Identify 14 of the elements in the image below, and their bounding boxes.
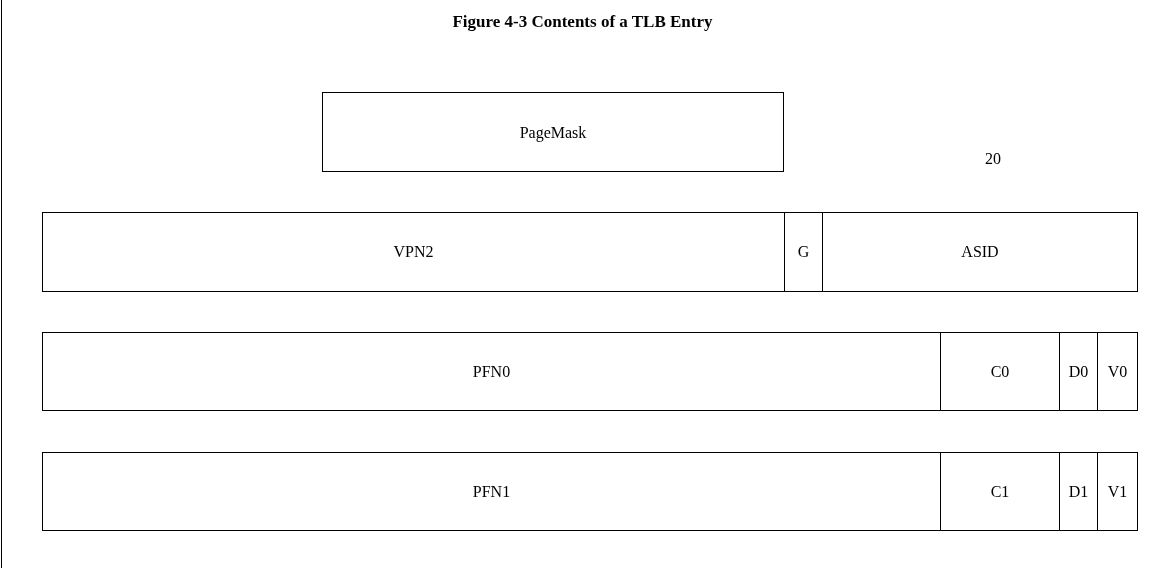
register-field: VPN2 [42, 212, 785, 292]
register-field: G [784, 212, 823, 292]
register-field: C1 [940, 452, 1060, 531]
figure-title: Figure 4-3 Contents of a TLB Entry [451, 11, 714, 33]
register-field: D0 [1059, 332, 1098, 411]
register-field: V0 [1097, 332, 1138, 411]
register-field: D1 [1059, 452, 1098, 531]
register-field: PFN0 [42, 332, 941, 411]
register-field: PFN1 [42, 452, 941, 531]
register-field: V1 [1097, 452, 1138, 531]
register-field: ASID [822, 212, 1138, 292]
register-field: PageMask [322, 92, 784, 172]
register-field: C0 [940, 332, 1060, 411]
bit-count-label: 20 [985, 149, 1001, 169]
